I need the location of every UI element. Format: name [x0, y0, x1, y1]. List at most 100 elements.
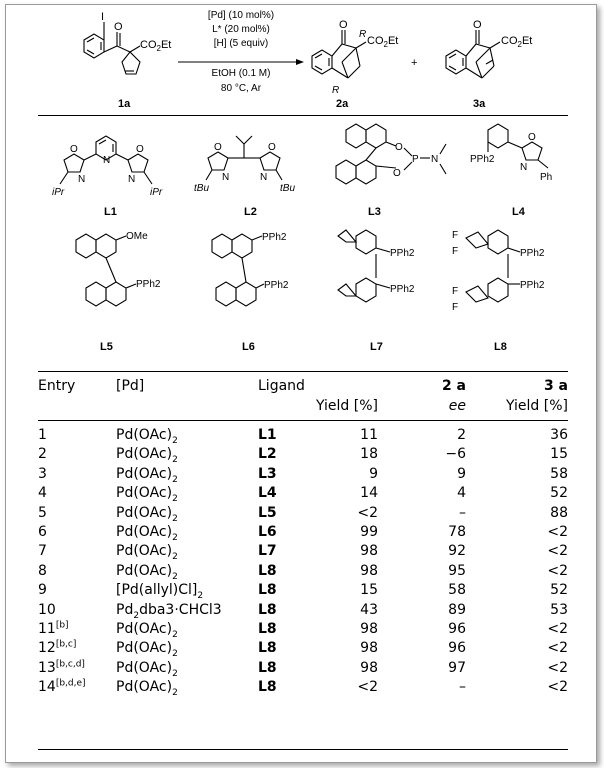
- svg-text:tBu: tBu: [280, 183, 295, 194]
- svg-text:CO2Et: CO2Et: [501, 35, 532, 49]
- product-2a: O CO2Et R R: [311, 19, 398, 96]
- table-header-rule: [38, 420, 568, 421]
- svg-text:PPh2: PPh2: [470, 154, 495, 165]
- table-bottom-rule: [38, 749, 568, 750]
- cond-5: 80 °C, Ar: [221, 83, 262, 94]
- ligand-L7: PPh2 PPh2: [337, 229, 415, 303]
- oxygen-3a: O: [473, 19, 482, 31]
- svg-text:N: N: [260, 172, 267, 183]
- svg-text:N: N: [128, 174, 135, 185]
- svg-text:PPh2: PPh2: [262, 232, 287, 243]
- ligand-L4: PPh2 O N Ph: [470, 123, 552, 183]
- header-2a: 2 a: [441, 378, 466, 394]
- label-L2: L2: [244, 206, 257, 218]
- svg-text:CO2Et: CO2Et: [367, 35, 398, 49]
- svg-text:PPh2: PPh2: [390, 248, 415, 259]
- label-L6: L6: [242, 341, 255, 353]
- svg-text:N: N: [78, 174, 85, 185]
- iodo-label: I: [101, 11, 104, 23]
- oxygen-2a: O: [339, 19, 348, 31]
- svg-text:P: P: [412, 154, 419, 165]
- oxygen-1a: O: [114, 21, 123, 33]
- ligand-L1: N O N N O iPr iPr: [52, 135, 163, 198]
- stereo-R-bottom: R: [332, 85, 339, 96]
- cond-4: EtOH (0.1 M): [212, 68, 271, 79]
- svg-text:PPh2: PPh2: [520, 248, 545, 259]
- svg-text:F: F: [452, 246, 458, 257]
- svg-text:CO2Et: CO2Et: [140, 39, 171, 53]
- cond-3: [H] (5 equiv): [214, 38, 268, 49]
- svg-text:O: O: [70, 144, 78, 155]
- header-ee: ee: [448, 398, 466, 414]
- svg-text:PPh2: PPh2: [264, 280, 289, 291]
- svg-text:tBu: tBu: [194, 183, 209, 194]
- ligand-L5: OMe PPh2: [75, 231, 161, 307]
- cond-1: [Pd] (10 mol%): [208, 10, 274, 21]
- svg-text:N: N: [520, 162, 527, 173]
- results-table: Entry [Pd] Ligand 2 a 3 a Yield [%] ee Y…: [38, 376, 568, 416]
- label-L8: L8: [494, 341, 507, 353]
- header-3a: 3 a: [543, 378, 568, 394]
- svg-text:F: F: [452, 230, 458, 241]
- svg-text:O: O: [528, 132, 536, 143]
- product-3a: O CO2Et: [445, 19, 532, 79]
- ligand-L2: O N N O tBu tBu: [194, 135, 295, 194]
- svg-text:O: O: [136, 144, 144, 155]
- label-1a: 1a: [118, 98, 131, 110]
- label-2a: 2a: [336, 98, 349, 110]
- svg-text:N: N: [103, 155, 110, 166]
- table-top-rule: [38, 371, 568, 372]
- label-L4: L4: [512, 206, 526, 218]
- figure-frame: [5, 4, 597, 763]
- svg-text:F: F: [452, 286, 458, 297]
- svg-text:N: N: [222, 172, 229, 183]
- svg-text:PPh2: PPh2: [390, 284, 415, 295]
- plus-sign: +: [411, 57, 417, 69]
- header-yield-3a: Yield [%]: [505, 398, 568, 414]
- svg-text:O: O: [393, 168, 401, 179]
- svg-text:PPh2: PPh2: [520, 280, 545, 291]
- label-L7: L7: [370, 341, 383, 353]
- ligand-structures: N O N N O iPr iPr L1 O N N O tBu tBu L2 …: [52, 123, 552, 353]
- svg-text:OMe: OMe: [126, 231, 148, 242]
- header-entry: Entry: [38, 378, 76, 394]
- header-yield: Yield [%]: [315, 398, 378, 414]
- ligand-L3: O O P N: [335, 123, 447, 185]
- ligand-L8: F F PPh2 PPh2 F F: [452, 229, 545, 313]
- svg-text:O: O: [268, 142, 276, 153]
- svg-text:F: F: [452, 302, 458, 313]
- svg-text:PPh2: PPh2: [136, 279, 161, 290]
- svg-text:O: O: [214, 142, 222, 153]
- reaction-scheme: I O CO2Et 1a [Pd] (10 mol%) L* (20 mol%)…: [83, 10, 532, 110]
- stereo-R-top: R: [359, 29, 366, 40]
- label-3a: 3a: [473, 98, 486, 110]
- label-L3: L3: [368, 206, 381, 218]
- table-header-row-2: Yield [%] ee Yield [%]: [38, 396, 568, 416]
- svg-text:iPr: iPr: [150, 187, 163, 198]
- svg-text:N: N: [431, 154, 438, 165]
- ligand-L6: PPh2 PPh2: [211, 232, 289, 307]
- svg-text:Ph: Ph: [540, 172, 552, 183]
- scheme-divider: [38, 115, 568, 116]
- starting-material-1a: I O CO2Et: [83, 11, 171, 75]
- svg-text:iPr: iPr: [52, 187, 65, 198]
- header-pd: [Pd]: [116, 378, 145, 394]
- label-L1: L1: [104, 206, 117, 218]
- label-L5: L5: [100, 341, 113, 353]
- header-ligand: Ligand: [258, 378, 305, 394]
- cond-2: L* (20 mol%): [212, 24, 270, 35]
